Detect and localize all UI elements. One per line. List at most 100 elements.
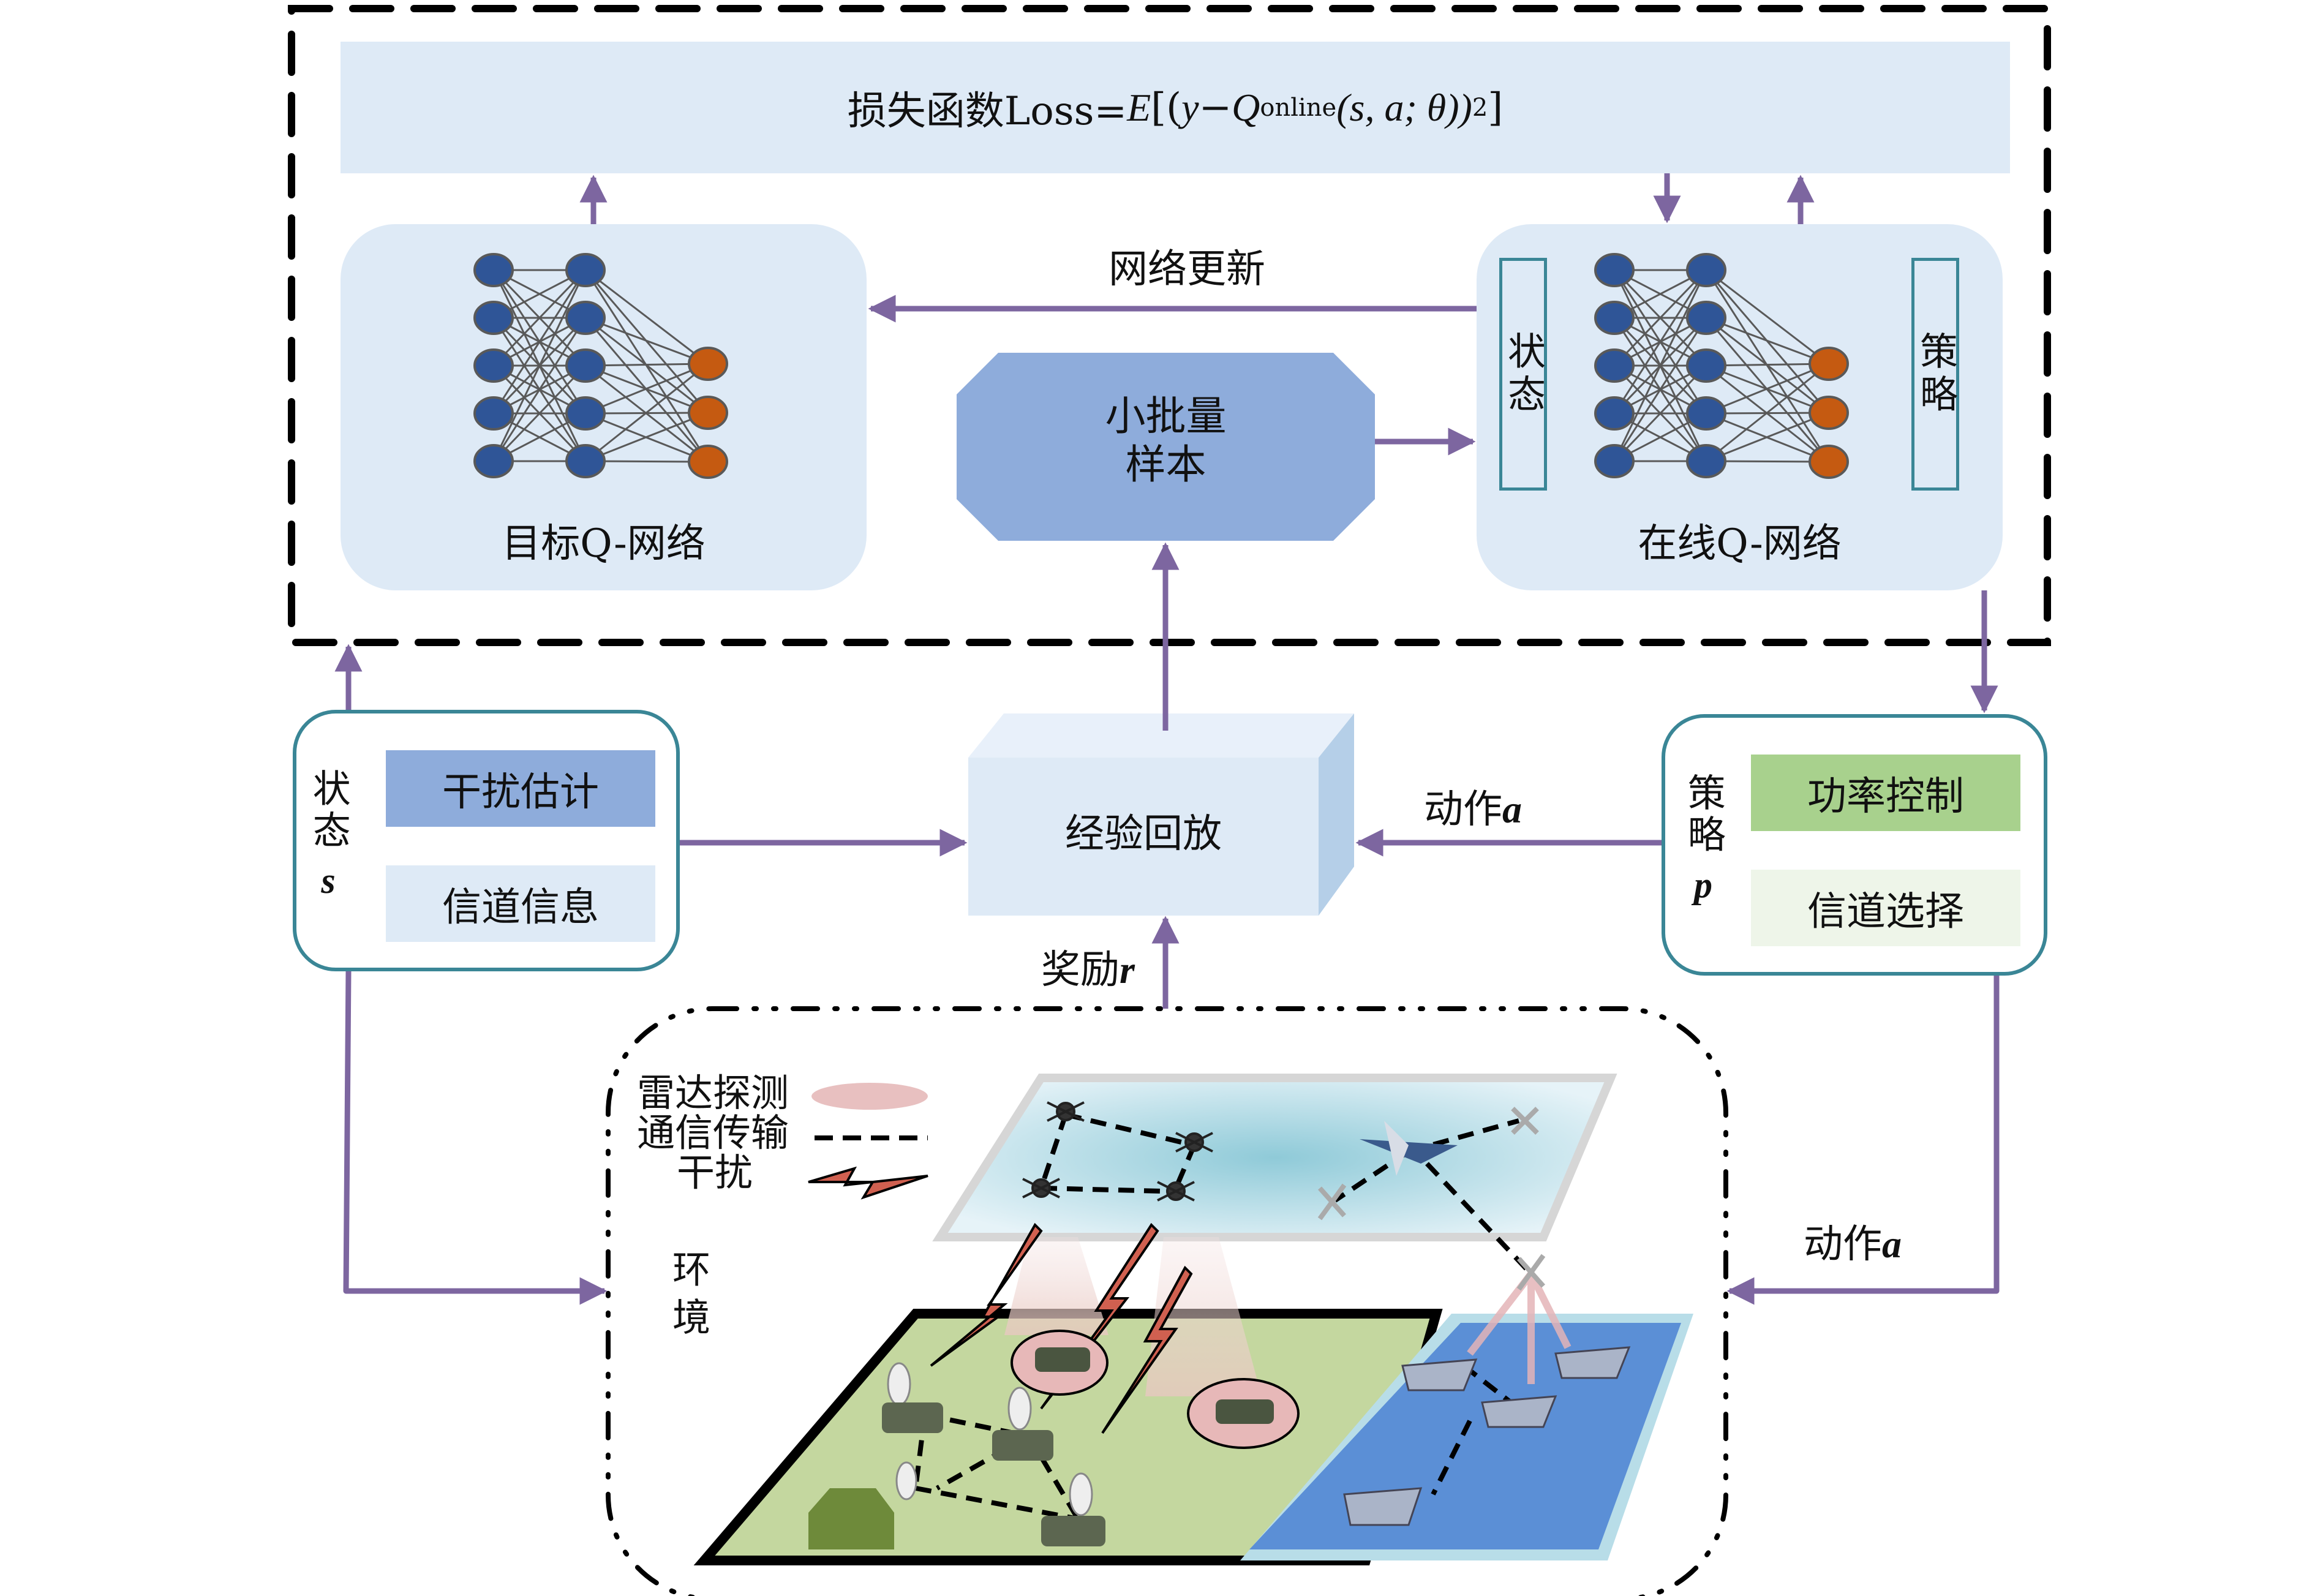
jamming-bolt-icon bbox=[1101, 1265, 1193, 1434]
state-item-channel-info: 信道信息 bbox=[386, 865, 655, 942]
jamming-bolt-icon bbox=[930, 1222, 1043, 1367]
target-q-network-box: 目标Q-网络 bbox=[341, 224, 867, 590]
legend-item-radar: 雷达探测 bbox=[637, 1073, 789, 1113]
target-network-graph bbox=[473, 253, 728, 479]
network-edge bbox=[585, 269, 709, 365]
hidden-node bbox=[473, 253, 514, 287]
loss-close: ] bbox=[1488, 85, 1504, 130]
state-item-interference-estimate: 干扰估计 bbox=[386, 750, 655, 827]
loss-sub: online bbox=[1260, 93, 1337, 122]
loss-open: [( bbox=[1151, 85, 1182, 130]
online-network-title: 在线Q-网络 bbox=[1638, 521, 1842, 567]
network-edge bbox=[1613, 269, 1707, 462]
online-network-graph bbox=[1594, 253, 1849, 479]
tank-with-dish-icon bbox=[992, 1387, 1053, 1461]
network-edge bbox=[1706, 363, 1829, 462]
online-policy-tag-label: 策略 bbox=[1913, 331, 1958, 417]
policy-title-text: 策略 bbox=[1681, 773, 1726, 856]
reward-label: 奖励r bbox=[1041, 950, 1135, 990]
reward-label-text: 奖励 bbox=[1041, 947, 1120, 993]
online-q-network-box: 状态 策略 在线Q-网络 bbox=[1477, 224, 2003, 590]
hidden-node bbox=[473, 396, 514, 431]
radar-ellipse-icon bbox=[811, 1083, 928, 1110]
tank-with-dish-icon bbox=[882, 1362, 943, 1433]
loss-prefix: 损失函数Loss= bbox=[847, 88, 1127, 134]
uav-icon bbox=[1317, 1183, 1347, 1221]
policy-symbol: p bbox=[1694, 865, 1712, 905]
target-network-title: 目标Q-网络 bbox=[502, 521, 706, 567]
radar-beam bbox=[1145, 1237, 1262, 1396]
loss-sup: 2 bbox=[1472, 93, 1488, 122]
uav-group bbox=[1317, 1107, 1546, 1291]
network-update-label: 网络更新 bbox=[1109, 247, 1265, 292]
network-edge bbox=[1706, 269, 1829, 365]
network-edge bbox=[1706, 363, 1829, 367]
uav-icon bbox=[1511, 1107, 1539, 1135]
network-edge bbox=[585, 317, 709, 365]
legend-icons bbox=[808, 1083, 928, 1200]
network-edge bbox=[1613, 364, 1707, 462]
ship-icon bbox=[1481, 1395, 1557, 1428]
legend-item-jamming: 干扰 bbox=[637, 1153, 789, 1192]
lightning-bolt-icon bbox=[808, 1166, 928, 1200]
loss-E: E bbox=[1127, 85, 1151, 129]
arrow-action-to-environment bbox=[1726, 976, 2000, 1305]
network-edge bbox=[492, 269, 587, 462]
network-edge bbox=[585, 363, 709, 462]
hidden-node bbox=[1594, 348, 1635, 383]
network-edge bbox=[1613, 269, 1707, 367]
tank-icon bbox=[1216, 1399, 1274, 1424]
loss-function-bar: 损失函数Loss= E [( y − Q online (s, a; θ)) 2… bbox=[341, 42, 2010, 173]
network-edge bbox=[1706, 317, 1829, 365]
state-panel-title: 状态 s bbox=[304, 769, 353, 904]
hidden-node bbox=[565, 348, 606, 383]
network-edge bbox=[1706, 363, 1829, 415]
action-label-top-symbol: a bbox=[1502, 788, 1522, 831]
dqn-module-dashed-frame bbox=[288, 5, 2051, 646]
policy-item-channel-selection: 信道选择 bbox=[1751, 870, 2020, 946]
fighter-jet-icon bbox=[1360, 1121, 1458, 1176]
loss-Q: Q bbox=[1232, 85, 1260, 129]
experience-replay-cube bbox=[968, 713, 1354, 916]
drone-icon bbox=[1022, 1178, 1060, 1199]
state-panel: 状态 s 干扰估计 信道信息 bbox=[293, 710, 680, 971]
cube-front-face bbox=[968, 758, 1319, 916]
hidden-node bbox=[1686, 253, 1726, 287]
state-symbol: s bbox=[321, 860, 336, 901]
environment-legend: 雷达探测 通信传输 干扰 bbox=[637, 1073, 789, 1192]
uav-icon bbox=[1516, 1254, 1546, 1291]
experience-replay-label: 经验回放 bbox=[1065, 811, 1222, 857]
loss-minus: − bbox=[1199, 85, 1232, 130]
mini-batch-line1: 小批量 bbox=[1105, 393, 1227, 440]
hidden-node bbox=[1594, 301, 1635, 335]
hidden-node bbox=[473, 444, 514, 478]
network-edge bbox=[492, 364, 587, 462]
air-layer-plane bbox=[932, 1074, 1617, 1241]
online-policy-tag: 策略 bbox=[1911, 258, 1959, 491]
drone-icon bbox=[1047, 1101, 1085, 1122]
network-edge bbox=[1613, 317, 1707, 462]
drone-icon bbox=[1157, 1181, 1195, 1202]
drone-group bbox=[1022, 1101, 1213, 1202]
mini-batch-shape bbox=[957, 353, 1375, 541]
loss-args: (s, a; θ)) bbox=[1336, 85, 1472, 129]
cube-side-face bbox=[1319, 713, 1354, 916]
network-edge bbox=[492, 269, 587, 367]
friendly-units bbox=[808, 1362, 1105, 1549]
output-node bbox=[688, 347, 728, 381]
state-title-text: 状态 bbox=[306, 769, 351, 852]
hidden-node bbox=[565, 301, 606, 335]
mini-batch-line2: 样本 bbox=[1125, 441, 1206, 489]
online-state-tag-label: 状态 bbox=[1501, 331, 1546, 417]
legend-jamming-label: 干扰 bbox=[677, 1150, 753, 1195]
hidden-node bbox=[565, 253, 606, 287]
loss-y: y bbox=[1181, 85, 1199, 129]
policy-item-power-control: 功率控制 bbox=[1751, 755, 2020, 831]
action-label-bottom-symbol: a bbox=[1882, 1222, 1902, 1266]
state-item-label: 信道信息 bbox=[442, 884, 599, 930]
hidden-node bbox=[1594, 444, 1635, 478]
enemy-tanks bbox=[1035, 1347, 1274, 1424]
network-edge bbox=[1613, 269, 1707, 414]
